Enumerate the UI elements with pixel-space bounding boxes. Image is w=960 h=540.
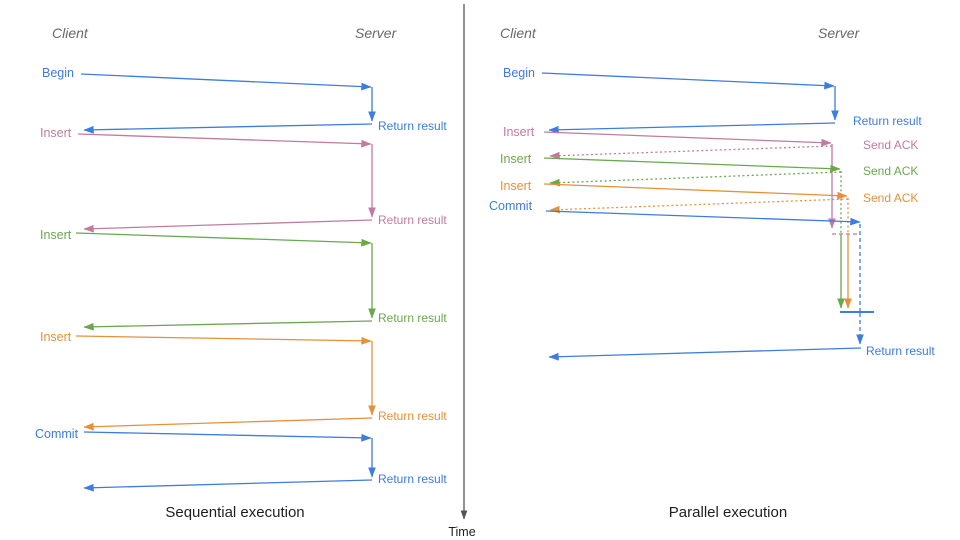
seq-insert3-return-arrow xyxy=(83,417,373,431)
par-commit-request-arrow xyxy=(545,210,861,226)
par-server-header: Server xyxy=(818,25,861,41)
sequential-panel: Client Server Begin Return result Insert… xyxy=(35,25,447,521)
sequential-panel-title: Sequential execution xyxy=(165,504,304,521)
time-axis-label: Time xyxy=(448,525,475,539)
seq-insert3-return-label: Return result xyxy=(378,409,447,423)
par-op-begin: Begin Return result xyxy=(503,66,922,134)
seq-begin-return-arrow xyxy=(83,123,373,134)
par-insert1-ack-label: Send ACK xyxy=(863,138,918,152)
seq-op-insert1: Insert Return result xyxy=(40,126,447,233)
par-insert3-label: Insert xyxy=(500,179,532,193)
seq-insert1-request-arrow xyxy=(77,133,372,148)
seq-op-begin: Begin Return result xyxy=(42,66,447,134)
par-begin-return-label: Return result xyxy=(853,114,922,128)
seq-op-commit: Commit Return result xyxy=(35,427,447,492)
par-client-header: Client xyxy=(500,25,537,41)
seq-insert2-label: Insert xyxy=(40,228,72,242)
seq-begin-return-label: Return result xyxy=(378,119,447,133)
seq-commit-return-label: Return result xyxy=(378,472,447,486)
seq-insert1-return-label: Return result xyxy=(378,213,447,227)
seq-insert2-return-label: Return result xyxy=(378,311,447,325)
par-insert1-ack-arrow xyxy=(549,145,833,160)
seq-begin-label: Begin xyxy=(42,66,74,80)
par-insert2-request-arrow xyxy=(543,157,841,173)
par-commit-return-label: Return result xyxy=(866,344,935,358)
seq-insert1-return-arrow xyxy=(83,219,373,233)
seq-server-header: Server xyxy=(355,25,398,41)
par-op-insert1: Insert Send ACK xyxy=(503,125,918,235)
seq-commit-request-arrow xyxy=(83,431,372,442)
par-insert2-ack-label: Send ACK xyxy=(863,164,918,178)
seq-begin-request-arrow xyxy=(80,73,372,91)
par-commit-return-arrow xyxy=(548,347,862,361)
par-insert1-label: Insert xyxy=(503,125,535,139)
par-op-commit: Commit Return result xyxy=(489,199,935,361)
seq-insert2-return-arrow xyxy=(83,320,373,331)
parallel-panel-title: Parallel execution xyxy=(669,504,787,521)
par-begin-return-arrow xyxy=(548,122,836,134)
par-begin-label: Begin xyxy=(503,66,535,80)
par-begin-request-arrow xyxy=(541,72,835,90)
seq-client-header: Client xyxy=(52,25,89,41)
par-insert2-label: Insert xyxy=(500,152,532,166)
seq-insert3-label: Insert xyxy=(40,330,72,344)
seq-insert3-request-arrow xyxy=(75,335,372,345)
seq-op-insert3: Insert Return result xyxy=(40,330,447,431)
par-insert3-ack-arrow xyxy=(549,198,849,214)
par-commit-label: Commit xyxy=(489,199,533,213)
par-insert3-ack-label: Send ACK xyxy=(863,191,918,205)
seq-commit-return-arrow xyxy=(83,479,373,492)
par-insert3-request-arrow xyxy=(543,183,848,200)
time-axis: Time xyxy=(448,4,476,539)
par-op-insert3: Insert Send ACK xyxy=(500,179,918,309)
seq-insert1-label: Insert xyxy=(40,126,72,140)
par-op-insert2: Insert Send ACK xyxy=(500,152,918,309)
seq-op-insert2: Insert Return result xyxy=(40,228,447,331)
seq-insert2-request-arrow xyxy=(75,232,372,247)
par-insert2-ack-arrow xyxy=(549,171,842,187)
par-insert1-request-arrow xyxy=(543,131,832,147)
seq-commit-label: Commit xyxy=(35,427,79,441)
parallel-panel: Client Server Begin Return result Insert… xyxy=(489,25,935,521)
